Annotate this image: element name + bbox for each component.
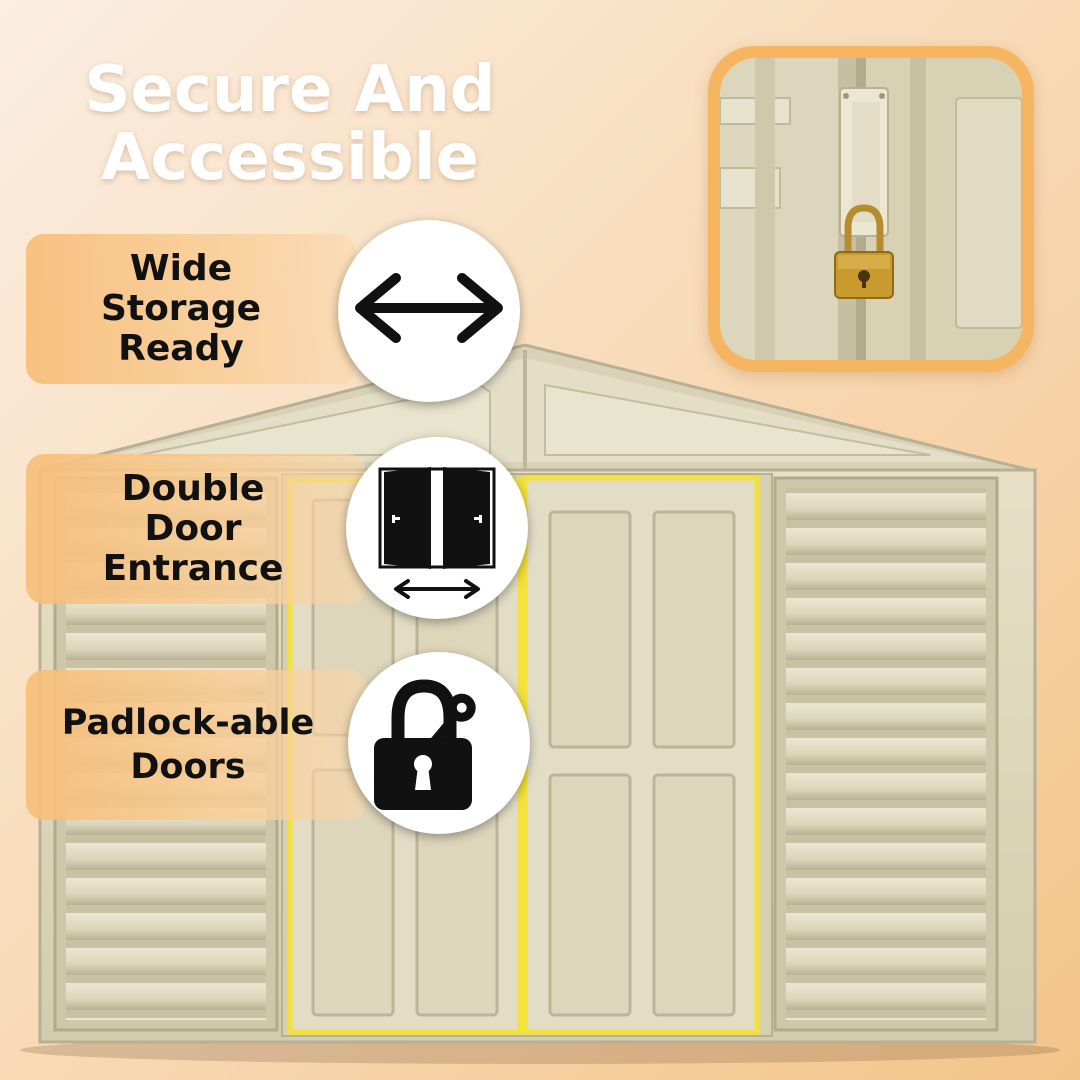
padlock-key-icon <box>374 679 476 810</box>
feature-wide-storage-label: Wide Storage Ready <box>100 248 262 369</box>
feature-wide-storage-circle <box>338 220 520 402</box>
feature-double-door: Double Door Entrance <box>26 454 366 604</box>
right-door <box>522 475 760 1035</box>
feature-padlock-circle <box>348 652 530 834</box>
padlock-hasp-photo <box>720 58 1022 360</box>
double-arrow-icon <box>355 273 503 343</box>
gable-trim-left <box>139 383 491 456</box>
headline: Secure And Accessible <box>40 56 540 192</box>
feature-padlock: Padlock-able Doors <box>26 670 366 820</box>
headline-line-1: Secure And <box>84 53 496 127</box>
headline-line-2: Accessible <box>100 121 480 195</box>
feature-double-door-label: Double Door Entrance <box>102 468 284 589</box>
double-door-icon <box>378 467 496 599</box>
feature-wide-storage: Wide Storage Ready <box>26 234 356 384</box>
gable-trim-right <box>544 383 931 456</box>
inset-photo-frame <box>708 46 1034 372</box>
feature-padlock-label: Padlock-able Doors <box>61 703 315 787</box>
feature-double-door-circle <box>346 437 528 619</box>
